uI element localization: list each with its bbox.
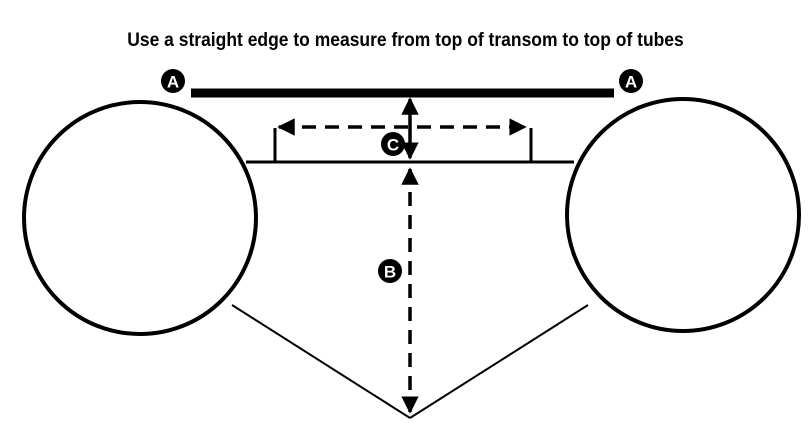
marker-c: C [381, 132, 405, 156]
hull-left-line [231, 304, 411, 419]
marker-a-left-label: A [167, 73, 179, 92]
marker-a-right: A [619, 69, 643, 93]
left-tube [22, 100, 258, 336]
right-tube [565, 97, 801, 333]
marker-a-left: A [161, 69, 185, 93]
marker-b-label: B [384, 263, 396, 282]
marker-b: B [378, 259, 402, 283]
hull-right-line [409, 304, 589, 419]
marker-c-label: C [387, 136, 399, 155]
marker-a-right-label: A [625, 73, 637, 92]
diagram-title: Use a straight edge to measure from top … [127, 30, 684, 51]
